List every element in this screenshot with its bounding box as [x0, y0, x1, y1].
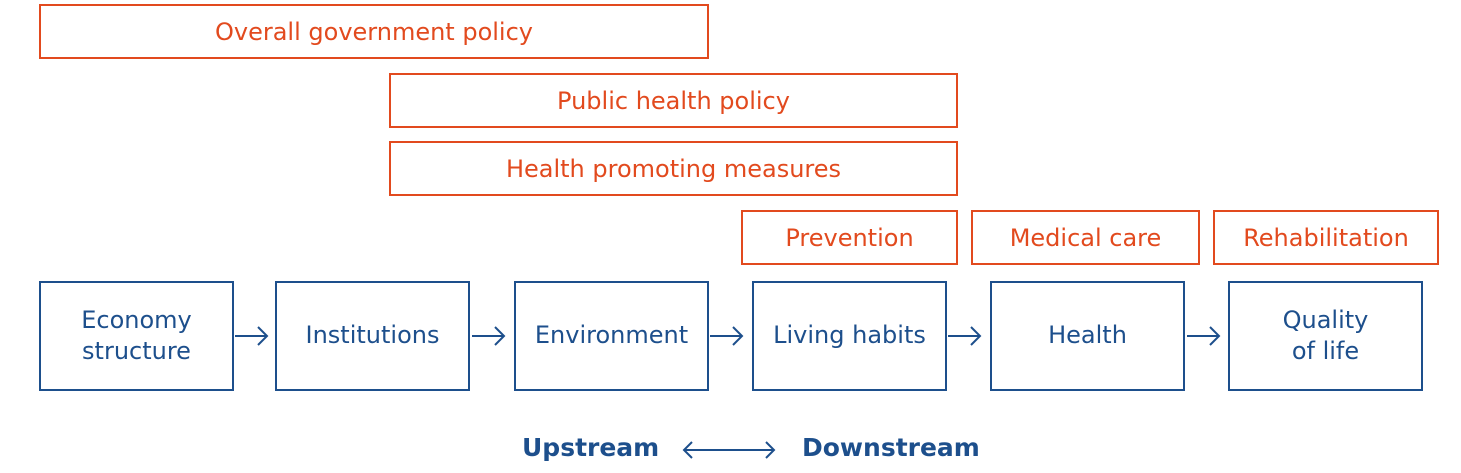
- policy-label: Medical care: [1009, 223, 1162, 252]
- right-arrow-icon: [710, 326, 744, 346]
- right-arrow-icon: [235, 326, 269, 346]
- stage-label: Quality of life: [1282, 305, 1369, 365]
- policy-label: Rehabilitation: [1243, 223, 1409, 252]
- policy-prevention: Prevention: [741, 210, 958, 265]
- stage-quality-of-life: Quality of life: [1228, 281, 1423, 391]
- policy-public-health: Public health policy: [389, 73, 958, 128]
- stage-health: Health: [990, 281, 1185, 391]
- stage-economy-structure: Economy structure: [39, 281, 234, 391]
- stage-environment: Environment: [514, 281, 709, 391]
- policy-label: Overall government policy: [215, 17, 533, 46]
- policy-overall-government: Overall government policy: [39, 4, 709, 59]
- policy-label: Prevention: [785, 223, 914, 252]
- stage-label: Institutions: [305, 321, 440, 350]
- policy-health-promoting-measures: Health promoting measures: [389, 141, 958, 196]
- policy-rehabilitation: Rehabilitation: [1213, 210, 1439, 265]
- stage-institutions: Institutions: [275, 281, 470, 391]
- double-headed-arrow-icon: [682, 441, 776, 459]
- policy-label: Health promoting measures: [505, 154, 842, 183]
- downstream-label: Downstream: [802, 433, 980, 462]
- stage-living-habits: Living habits: [752, 281, 947, 391]
- policy-label: Public health policy: [557, 86, 790, 115]
- stage-label: Environment: [534, 321, 689, 350]
- upstream-label: Upstream: [522, 433, 660, 462]
- right-arrow-icon: [1187, 326, 1221, 346]
- policy-medical-care: Medical care: [971, 210, 1200, 265]
- stage-label: Economy structure: [81, 305, 192, 365]
- right-arrow-icon: [472, 326, 506, 346]
- right-arrow-icon: [948, 326, 982, 346]
- stage-label: Health: [1048, 321, 1127, 350]
- stage-label: Living habits: [773, 321, 926, 350]
